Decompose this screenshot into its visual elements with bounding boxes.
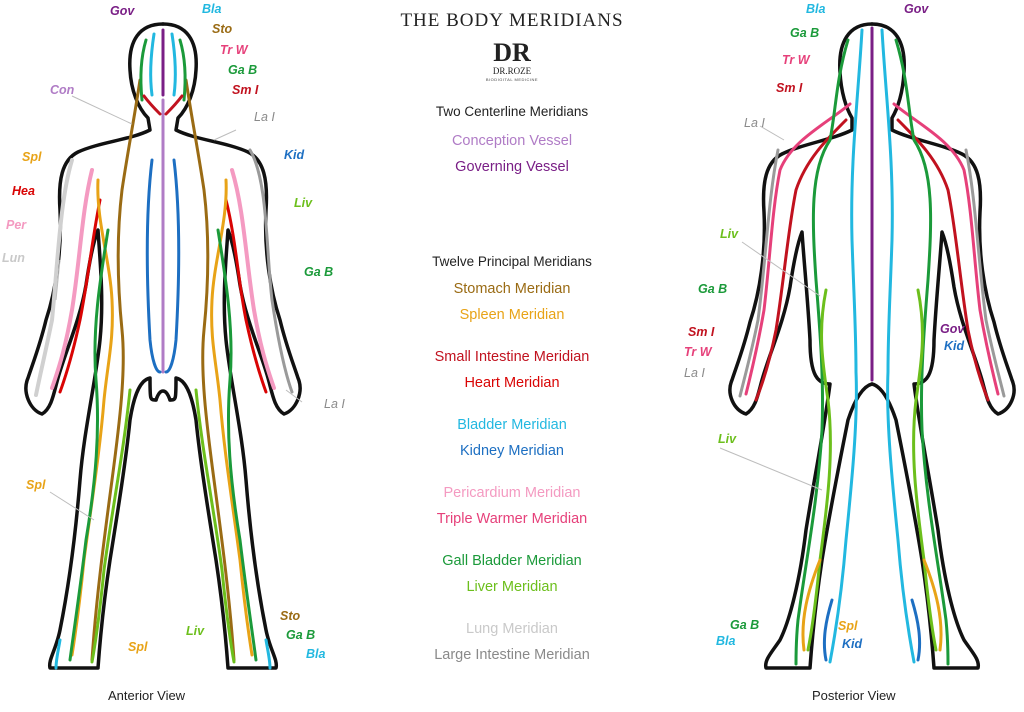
posterior-label-sm-i: Sm I (776, 81, 803, 95)
posterior-label-ga-b: Ga B (790, 26, 820, 40)
anterior-label-con: Con (50, 83, 75, 97)
legend-governing-vessel: Governing Vessel (455, 159, 569, 175)
anterior-label-bla-2: Bla (306, 647, 326, 661)
posterior-label-kid-2: Kid (842, 637, 863, 651)
legend-group: Stomach Meridian Spleen Meridian (362, 276, 662, 328)
centerline-heading: Two Centerline Meridians (435, 104, 589, 119)
legend-liver: Liver Meridian (466, 579, 558, 595)
leader-lines (49, 95, 823, 521)
posterior-caption: Posterior View (812, 688, 896, 703)
posterior-label-liv-2: Liv (718, 432, 737, 446)
legend-pericardium: Pericardium Meridian (443, 485, 581, 501)
legend-conception-vessel: Conception Vessel (451, 133, 573, 149)
legend-triple-warmer: Triple Warmer Meridian (436, 511, 588, 527)
anterior-label-spl-2: Spl (26, 478, 46, 492)
anterior-label-sm-i: Sm I (232, 83, 259, 97)
posterior-label-ga-b-3: Ga B (730, 618, 760, 632)
anterior-label-per: Per (6, 218, 27, 232)
page-title: THE BODY MERIDIANS (400, 10, 624, 31)
anterior-label-sto-2: Sto (280, 609, 301, 623)
anterior-label-spl: Spl (22, 150, 42, 164)
posterior-label-liv: Liv (720, 227, 739, 241)
anterior-label-ga-b: Ga B (228, 63, 258, 77)
anterior-figure (24, 22, 302, 670)
anterior-label-spl-3: Spl (128, 640, 148, 654)
anterior-label-tr-w: Tr W (220, 43, 248, 57)
legend-kidney: Kidney Meridian (460, 443, 564, 459)
posterior-label-bla-2: Bla (716, 634, 736, 648)
centerline-legend: Two Centerline Meridians Conception Vess… (362, 104, 662, 180)
legend-group: Gall Bladder Meridian Liver Meridian (362, 548, 662, 600)
posterior-label-tr-w: Tr W (782, 53, 810, 67)
anterior-label-lun: Lun (2, 251, 25, 265)
posterior-label-spl: Spl (838, 619, 858, 633)
legend-lung: Lung Meridian (466, 621, 558, 637)
anterior-label-gov: Gov (110, 4, 135, 18)
legend-large-intestine: Large Intestine Meridian (434, 647, 590, 663)
posterior-figure (728, 22, 1016, 670)
anterior-label-liv-2: Liv (186, 624, 205, 638)
legend-gall-bladder: Gall Bladder Meridian (442, 553, 582, 569)
posterior-label-kid: Kid (944, 339, 965, 353)
legend-group: Lung Meridian Large Intestine Meridian (362, 616, 662, 668)
legend-bladder: Bladder Meridian (457, 417, 567, 433)
posterior-outline (728, 22, 1016, 670)
legend-small-intestine: Small Intestine Meridian (434, 349, 590, 365)
legend-group: Bladder Meridian Kidney Meridian (362, 412, 662, 464)
posterior-label-bla: Bla (806, 2, 826, 16)
posterior-label-la-i-2: La I (684, 366, 705, 380)
anterior-label-kid: Kid (284, 148, 305, 162)
anterior-caption: Anterior View (108, 688, 186, 703)
principal-heading: Twelve Principal Meridians (432, 254, 592, 269)
anterior-label-sto: Sto (212, 22, 233, 36)
anterior-label-hea: Hea (12, 184, 35, 198)
anterior-label-la-i: La I (254, 110, 275, 124)
legend-spleen: Spleen Meridian (459, 307, 565, 323)
anterior-label-bla: Bla (202, 2, 222, 16)
posterior-label-ga-b-2: Ga B (698, 282, 728, 296)
anterior-label-ga-b-3: Ga B (286, 628, 316, 642)
principal-legend: Twelve Principal Meridians Stomach Merid… (362, 254, 662, 668)
posterior-label-gov: Gov (904, 2, 929, 16)
logo-mark: DR (493, 38, 531, 67)
anterior-label-la-i-2: La I (324, 397, 345, 411)
posterior-label-gov-2: Gov (940, 322, 965, 336)
logo-name: DR.ROZE (492, 66, 532, 76)
legend-heart: Heart Meridian (464, 375, 560, 391)
logo: DR DR.ROZE BIODIGITAL MEDICINE (472, 38, 552, 83)
legend-stomach: Stomach Meridian (453, 281, 571, 297)
legend-group: Small Intestine Meridian Heart Meridian (362, 344, 662, 396)
posterior-label-sm-i-2: Sm I (688, 325, 715, 339)
anterior-label-liv: Liv (294, 196, 313, 210)
posterior-label-tr-w-2: Tr W (684, 345, 712, 359)
legend-group: Pericardium Meridian Triple Warmer Merid… (362, 480, 662, 532)
posterior-label-la-i: La I (744, 116, 765, 130)
anterior-label-ga-b-2: Ga B (304, 265, 334, 279)
logo-subtitle: BIODIGITAL MEDICINE (485, 77, 539, 82)
